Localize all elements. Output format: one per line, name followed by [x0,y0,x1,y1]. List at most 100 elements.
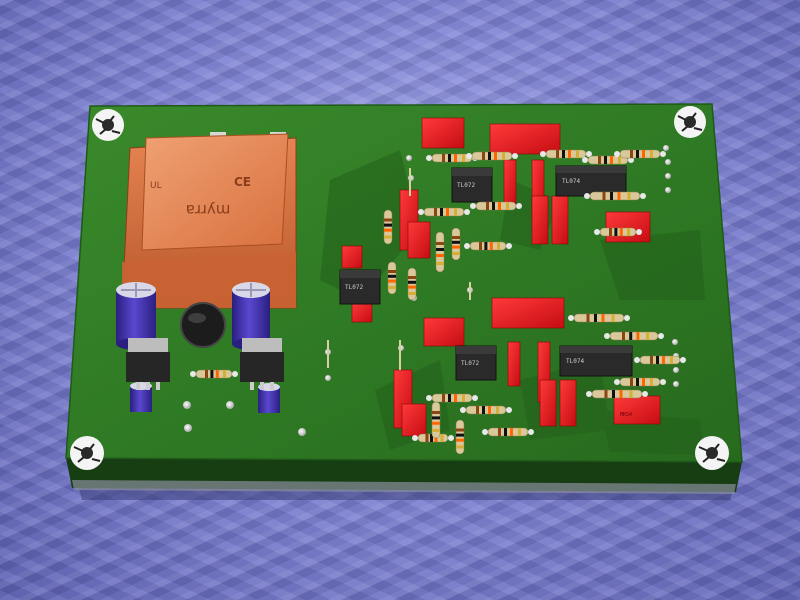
resistor-pad [568,315,574,321]
resistor-band [630,150,633,158]
resistor [619,377,661,387]
resistor-band [650,150,653,158]
resistor-pad [582,157,588,163]
ic-label: TL074 [562,178,580,185]
resistor [589,191,641,201]
resistor-band [629,332,633,340]
resistor-band [205,370,208,378]
resistor-pad [506,243,512,249]
resistor-pad [586,151,592,157]
resistor [423,207,465,217]
resistor-band [609,228,612,236]
ic-label: TL072 [457,182,475,189]
regulator-2 [240,338,284,390]
resistor-band [456,428,464,432]
resistor-pad [426,395,432,401]
resistor [609,331,659,341]
resistor [387,261,397,295]
resistor-band [408,280,416,284]
resistor-band [408,276,416,279]
resistor-band [476,406,479,414]
resistor-band [452,240,460,244]
resistor-pad [190,371,196,377]
resistor-band [462,394,465,402]
resistor-band [210,370,214,378]
resistor-pad [614,151,620,157]
resistor-pad [660,379,666,385]
resistor-pad [586,391,592,397]
regulator-1 [126,338,170,390]
transformer-ce-mark: CE [234,175,251,189]
resistor-band [452,236,460,239]
resistor-band [492,202,495,210]
resistor-pad [680,357,686,363]
resistor-band [479,242,482,250]
transformer-brand: myrra [185,201,231,219]
ic-u3: TL072 [339,269,381,305]
resistor-band [670,356,673,364]
resistor [545,149,587,159]
resistor [471,151,513,161]
resistor-band [446,208,449,216]
voltage-regulators [126,338,284,390]
resistor-band [454,394,457,402]
resistor-band [425,434,429,442]
resistor-pad [464,209,470,215]
resistor-band [456,445,464,449]
resistor-band [627,228,630,236]
film-cap-label-2: MKS4 [620,412,632,418]
resistor-pad [412,435,418,441]
resistor-band [448,154,451,162]
resistor-band [452,252,460,255]
resistor-band [650,356,653,364]
resistor-band [440,208,443,216]
resistor-band [618,156,621,164]
resistor-band [604,156,607,164]
resistor-band [502,152,505,160]
resistor-band [408,292,416,295]
resistor-pad [604,333,610,339]
resistor-band [610,192,613,200]
resistor [469,241,507,251]
red-components [341,117,661,437]
resistor-band [452,245,460,249]
resistor-band [496,406,499,414]
resistor [435,231,445,273]
resistor-pad [624,315,630,321]
resistor-band [630,378,633,386]
resistor [407,267,417,301]
resistor-pad [426,155,432,161]
resistor-band [601,314,605,322]
ic-label: TL072 [345,284,363,291]
electrolytic-cap-1 [116,282,156,350]
resistor-band [506,202,509,210]
resistor-band [434,208,437,216]
resistor-band [610,156,613,164]
resistor-band [518,428,521,436]
resistor-band [642,150,645,158]
ic-u1: TL072 [451,167,493,203]
resistor-band [432,416,440,420]
resistor-pad [658,333,664,339]
resistor [431,393,473,403]
ic-u5: TL074 [559,345,633,377]
resistor-band [636,378,639,386]
resistor-band [384,235,392,239]
resistor-pad [660,151,666,157]
resistor-band [456,433,464,437]
resistor-pad [640,193,646,199]
resistor-band [594,314,597,322]
resistor-band [488,406,491,414]
resistor [195,369,233,379]
resistor [619,149,661,159]
vertical-leads [327,168,471,370]
resistor [431,153,473,163]
resistor-band [486,202,489,210]
resistor-band [497,242,500,250]
resistor-band [384,228,392,232]
resistor-pad [466,153,472,159]
integrated-circuits: TL072 TL074 TL072 TL072 TL074 [339,165,633,381]
resistor-band [484,242,488,250]
resistor [599,227,637,237]
